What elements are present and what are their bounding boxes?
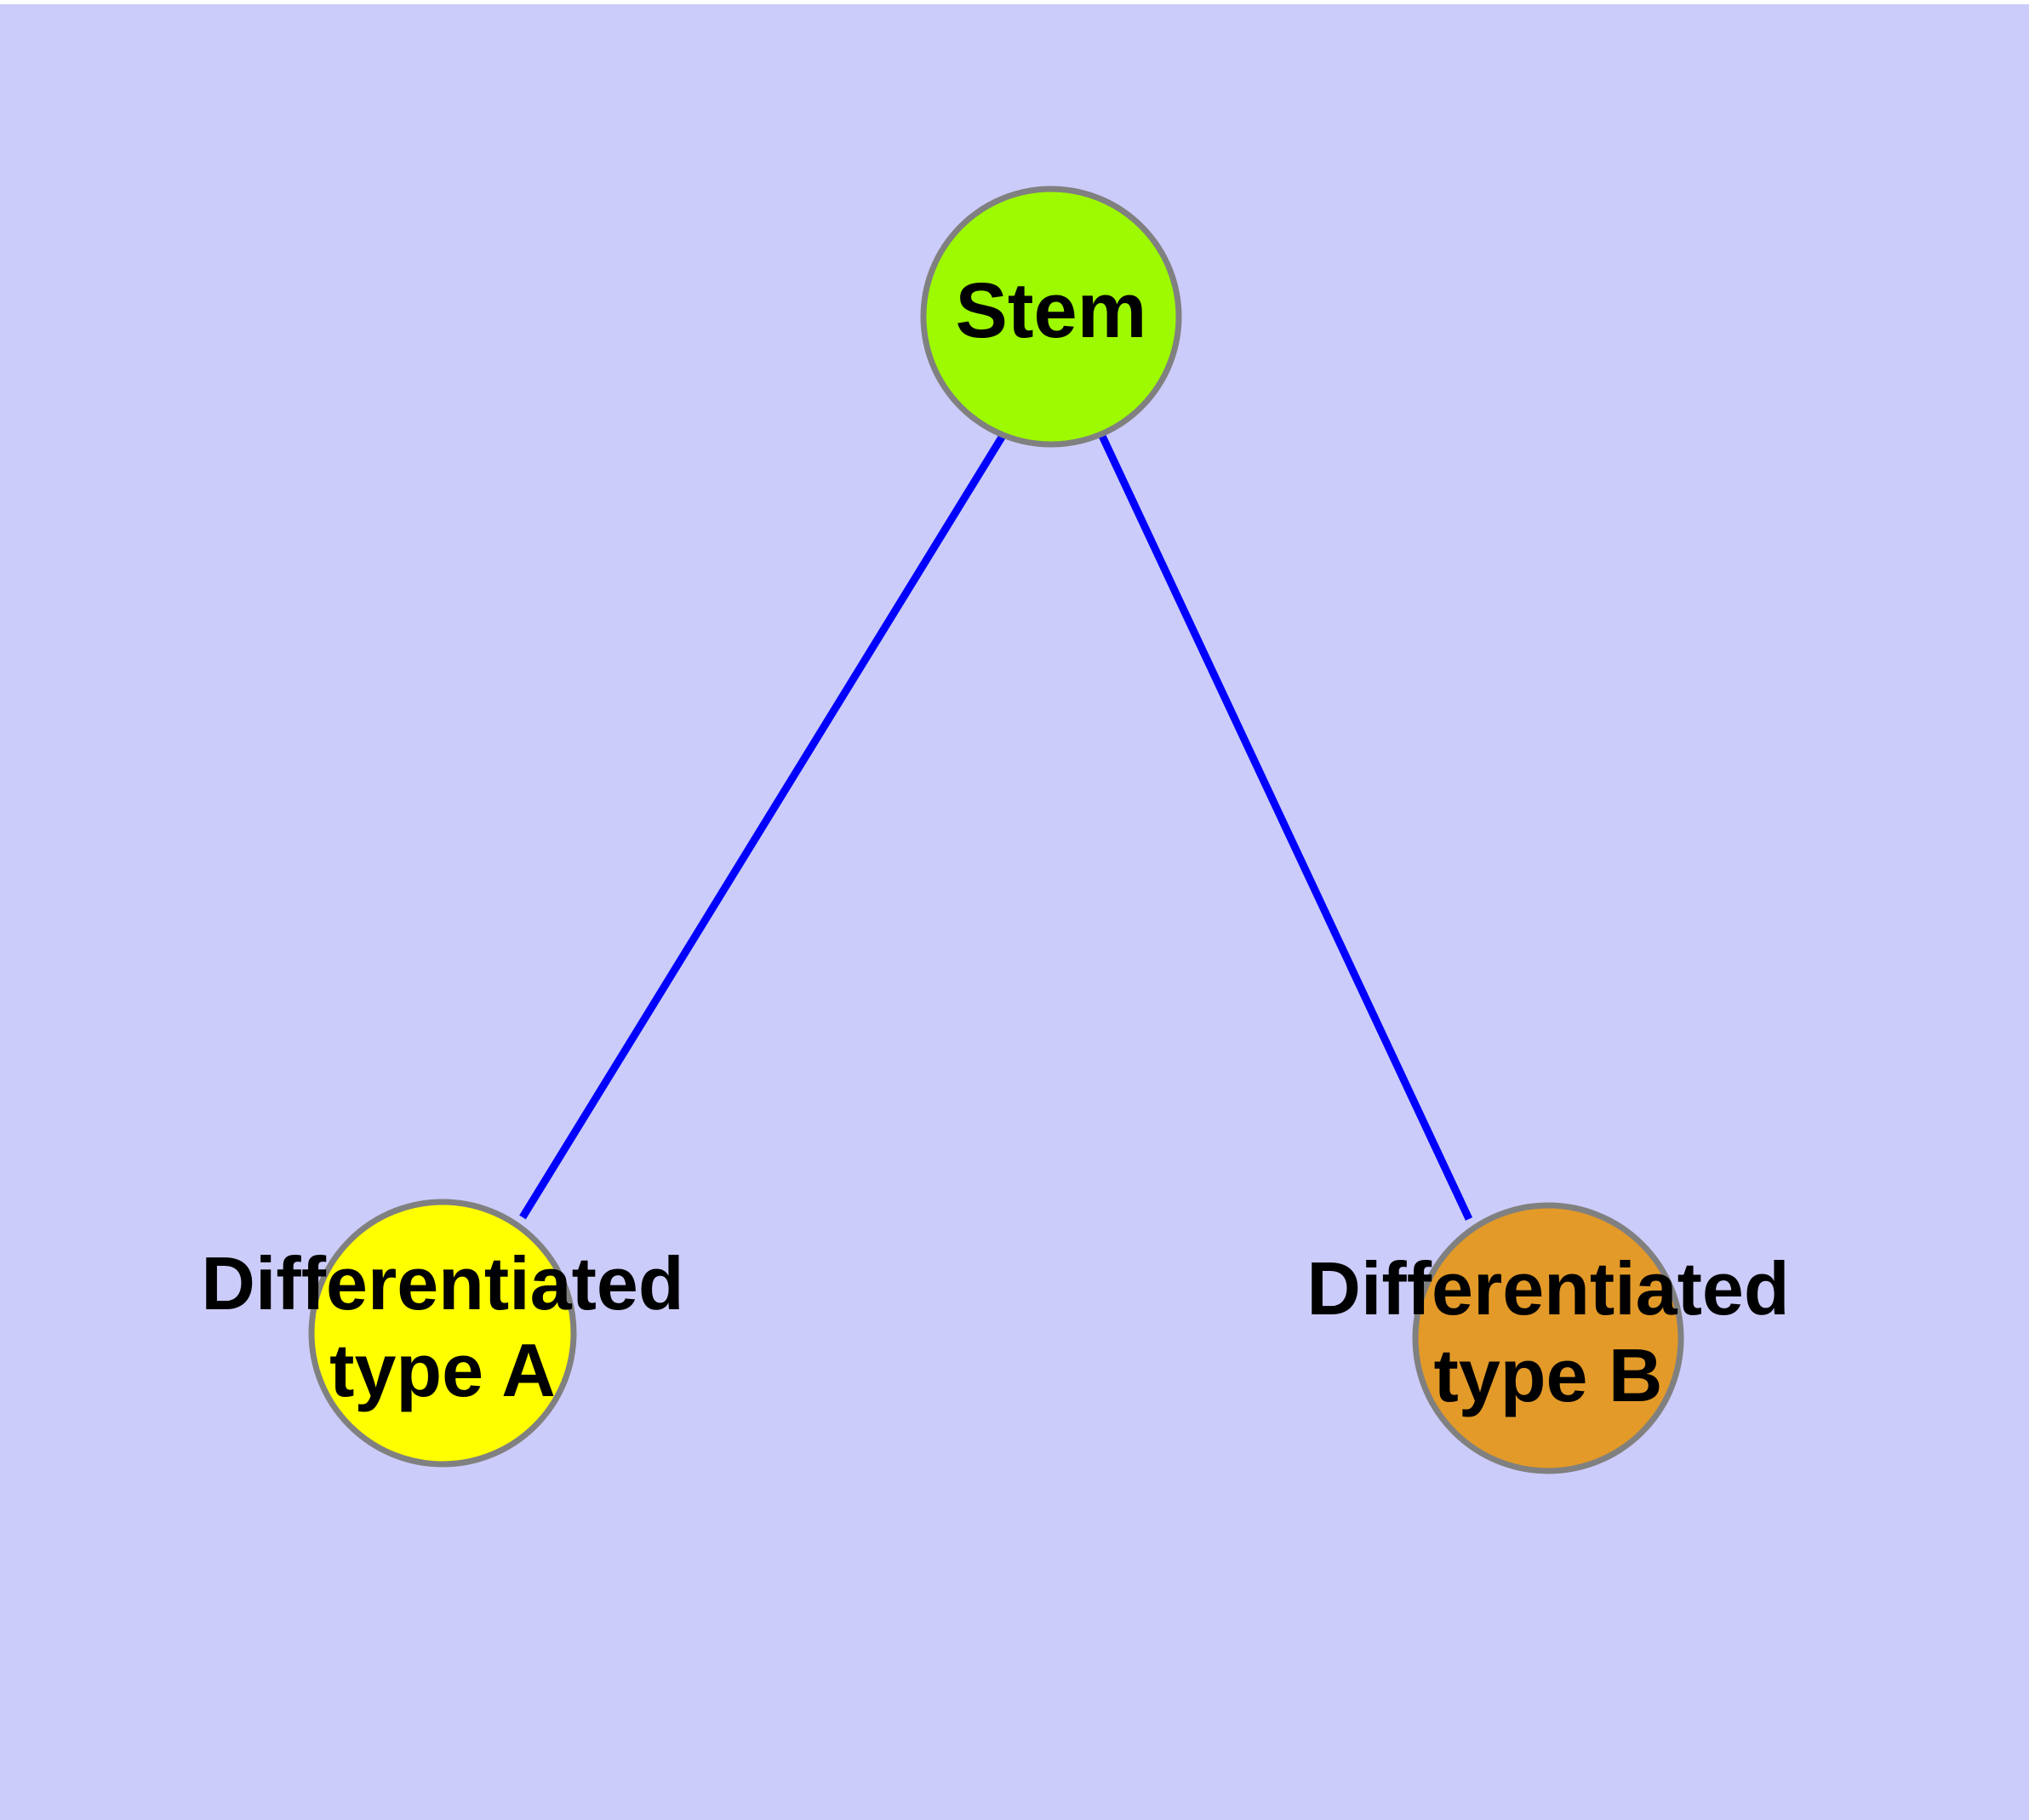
node-differentiated-type-a-circle[interactable] xyxy=(308,1199,577,1468)
edge-stem-to-differentiated-type-b xyxy=(1098,434,1473,1221)
edges-layer xyxy=(519,433,1473,1221)
node-stem-circle[interactable] xyxy=(920,186,1182,448)
node-differentiated-type-b-circle[interactable] xyxy=(1412,1202,1684,1474)
node-stem-label: Stem xyxy=(956,267,1147,354)
node-stem[interactable]: Stem xyxy=(920,186,1182,448)
edge-stem-to-differentiated-type-a xyxy=(519,433,1006,1220)
